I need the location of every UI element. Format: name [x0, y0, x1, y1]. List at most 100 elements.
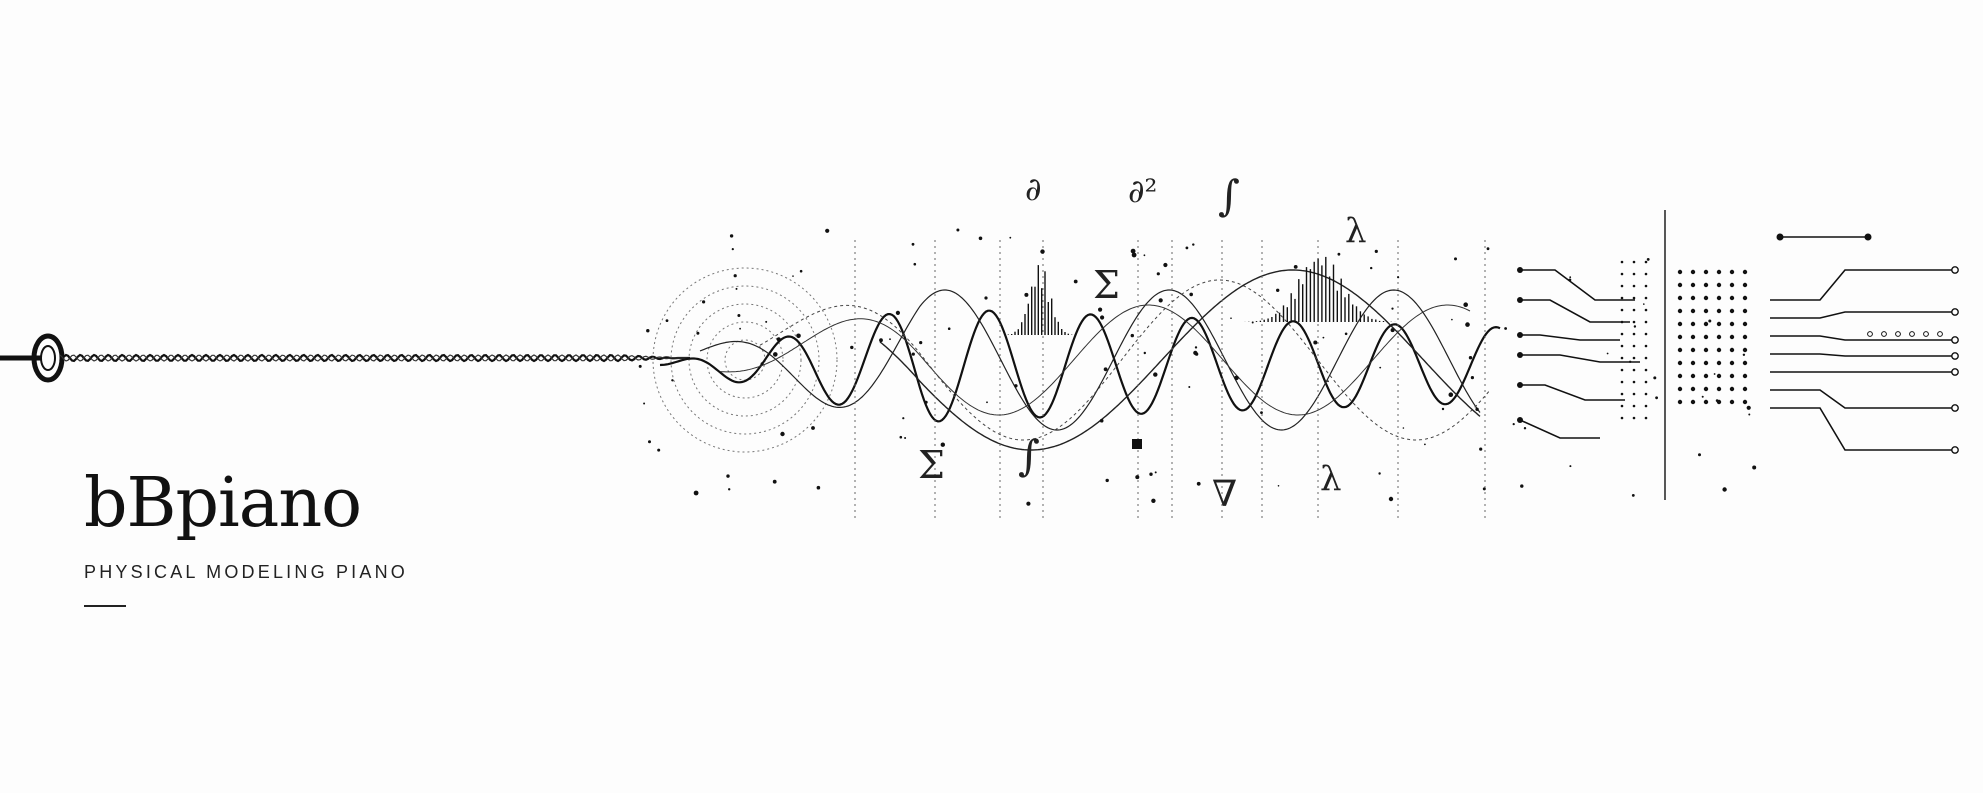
grid-dot: [1703, 373, 1709, 379]
vertical-guides: [854, 210, 1666, 520]
scatter-dot: [947, 327, 951, 331]
grid-dot: [1742, 347, 1748, 353]
grid-dot: [1729, 373, 1735, 379]
grid-dot: [1703, 399, 1709, 405]
scatter-dot: [799, 269, 803, 273]
scatter-dot: [1379, 366, 1382, 369]
grid-dot: [1677, 295, 1683, 301]
scatter-dot: [1099, 418, 1104, 423]
scatter-dot: [665, 319, 669, 322]
scatter-dot: [850, 345, 854, 350]
grid-dot: [1716, 386, 1722, 392]
scatter-dot: [1633, 325, 1637, 328]
circuit-terminal: [1951, 368, 1959, 376]
partial-squared-symbol: ∂²: [1128, 172, 1157, 210]
circuit-node: [1517, 297, 1523, 303]
scatter-dot: [1698, 453, 1701, 457]
scatter-dot: [702, 300, 706, 304]
scatter-dot: [879, 338, 883, 343]
scatter-dot: [1276, 288, 1280, 292]
scatter-dot: [1149, 472, 1153, 476]
grid-dot: [1742, 282, 1748, 288]
grid-dot: [1703, 295, 1709, 301]
circuit-terminal: [1895, 331, 1901, 337]
grid-dot: [1632, 296, 1636, 300]
scatter-dot: [1653, 376, 1657, 380]
grid-dot: [1644, 332, 1648, 336]
scatter-dot: [1752, 465, 1757, 470]
scatter-dot: [739, 327, 741, 330]
scatter-dot: [1397, 276, 1400, 279]
math-symbols: ∂ ∂² ∫ λ Σ Σ ∫ ∇ λ: [918, 170, 1367, 515]
scatter-dot: [1742, 353, 1746, 356]
grid-dot: [1632, 368, 1636, 372]
scatter-dot: [825, 228, 830, 233]
scatter-dot: [1135, 475, 1140, 480]
circuit-trace: [1520, 354, 1640, 363]
grid-dot: [1742, 334, 1748, 340]
spectrum-histograms: [1004, 256, 1396, 335]
scatter-dot: [1327, 380, 1329, 383]
scatter-dot: [735, 287, 738, 290]
grid-dot: [1690, 321, 1696, 327]
grid-dot: [1644, 284, 1648, 288]
scatter-dot: [1388, 496, 1394, 502]
grid-dot: [1632, 404, 1636, 408]
piano-string: [0, 333, 690, 383]
circuit-trace: [1520, 384, 1625, 401]
scatter-dot: [646, 329, 650, 333]
grid-dot: [1690, 399, 1696, 405]
circuit-terminal: [1951, 352, 1959, 360]
grid-dot: [1677, 282, 1683, 288]
scatter-dot: [671, 379, 674, 382]
scatter-dot: [1313, 340, 1318, 345]
scatter-dot: [1196, 481, 1201, 486]
grid-dot: [1716, 360, 1722, 366]
scatter-dot: [780, 431, 785, 437]
scatter-dot: [1194, 352, 1199, 356]
grid-dot: [1690, 334, 1696, 340]
scatter-dot: [911, 242, 915, 246]
brand-subtitle: PHYSICAL MODELING PIANO: [84, 562, 408, 582]
grid-dot: [1644, 356, 1648, 360]
grid-dot: [1677, 321, 1683, 327]
scatter-dot: [765, 320, 768, 323]
grid-dot: [1742, 360, 1748, 366]
scatter-dot: [1391, 307, 1394, 310]
scatter-dot: [1569, 465, 1572, 468]
grid-dot: [1690, 295, 1696, 301]
grid-dot: [1703, 386, 1709, 392]
grid-dot: [1620, 416, 1624, 420]
scatter-dot: [643, 402, 646, 405]
scatter-dot: [638, 364, 642, 368]
scatter-dot: [919, 341, 923, 345]
scatter-dot: [1026, 501, 1031, 506]
scatter-dot: [986, 401, 988, 404]
scatter-dot: [1448, 392, 1454, 398]
scatter-dot: [1154, 471, 1157, 474]
grid-dot: [1632, 320, 1636, 324]
grid-dot: [1703, 334, 1709, 340]
scatter-dot: [1040, 249, 1045, 254]
scatter-dot: [1646, 258, 1650, 261]
grid-dot: [1729, 321, 1735, 327]
grid-dot: [1703, 269, 1709, 275]
scatter-dot: [1344, 332, 1348, 336]
scatter-dot: [984, 296, 988, 300]
grid-dot: [1620, 332, 1624, 336]
scatter-dot: [1234, 375, 1239, 381]
scatter-dot: [693, 490, 699, 496]
lambda-symbol-top: λ: [1345, 211, 1367, 251]
scatter-dot: [1370, 266, 1373, 270]
circuit-trace: [1770, 389, 1955, 409]
scatter-dot: [1470, 376, 1474, 380]
scatter-dot: [911, 352, 915, 356]
scatter-dot: [1722, 487, 1727, 492]
grid-dot: [1632, 308, 1636, 312]
scatter-dot: [1185, 246, 1189, 250]
circuit-node: [1517, 382, 1523, 388]
scatter-dot: [760, 362, 764, 366]
scatter-dot: [1746, 405, 1751, 410]
grid-dot: [1632, 380, 1636, 384]
grid-dot: [1729, 295, 1735, 301]
